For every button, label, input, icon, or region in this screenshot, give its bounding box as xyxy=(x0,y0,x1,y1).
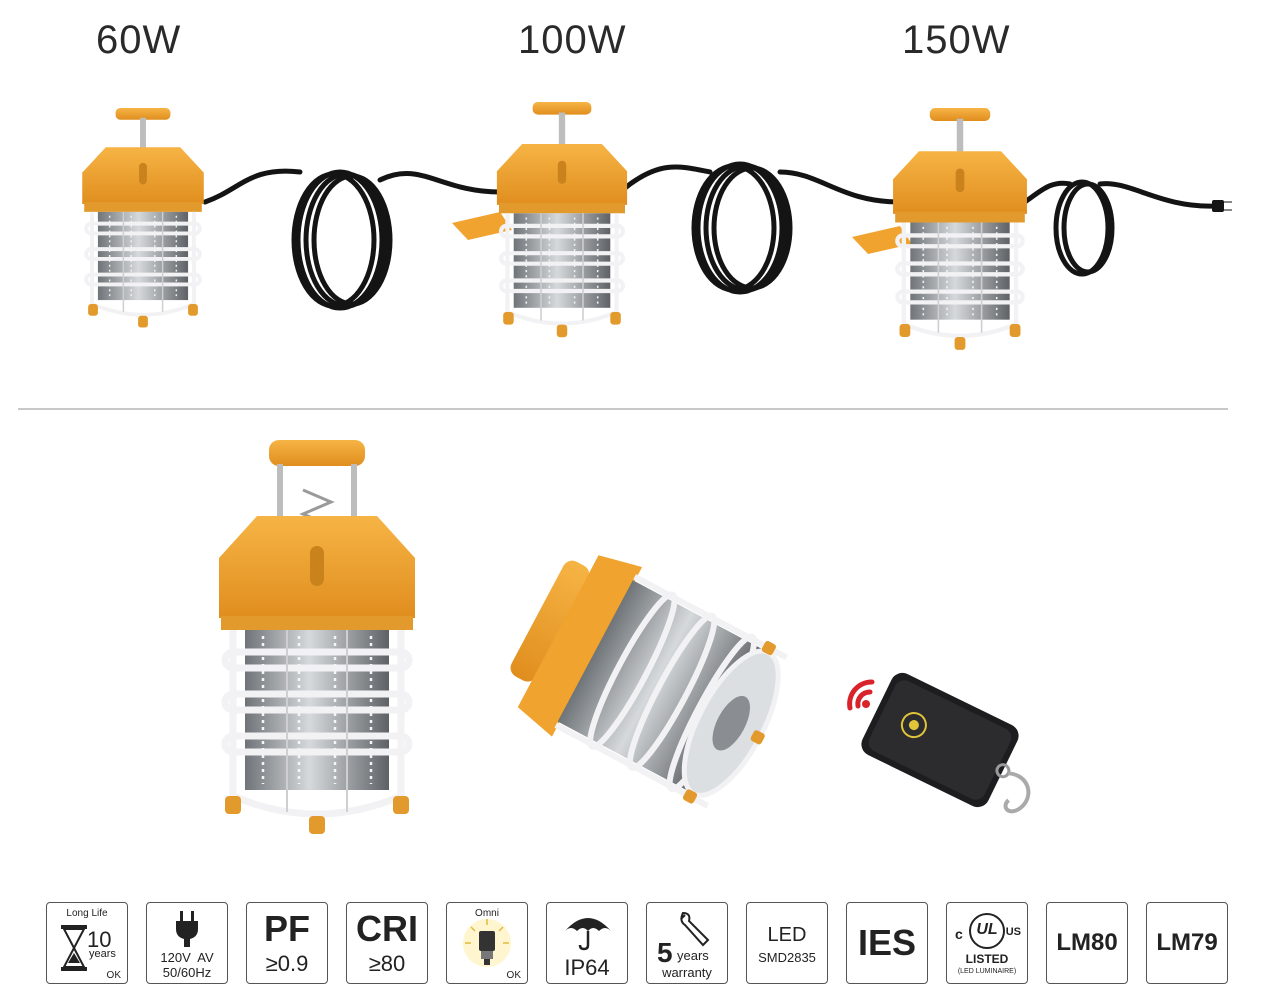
cri-label: CRI xyxy=(356,908,418,949)
ul-listed-subtext: (LED LUMINAIRE) xyxy=(957,968,1017,975)
lm80-badge: LM80 xyxy=(1046,902,1128,984)
long-life-unit: years xyxy=(89,948,116,960)
ies-badge: IES xyxy=(846,902,928,984)
ip-rating-badge: IP64 xyxy=(546,902,628,984)
ul-us-mark: US xyxy=(1005,926,1021,938)
omni-status: OK xyxy=(506,970,521,981)
wattage-label-60w: 60W xyxy=(96,18,182,62)
long-life-value: 10 xyxy=(87,927,112,952)
lm80-label: LM80 xyxy=(1056,929,1118,956)
lm79-label: LM79 xyxy=(1156,929,1218,956)
warranty-label: warranty xyxy=(662,965,712,980)
power-voltage: 120V AV xyxy=(160,950,214,965)
cri-value: ≥80 xyxy=(368,951,406,976)
warranty-years-unit: years xyxy=(677,948,709,963)
wattage-label-150w: 150W xyxy=(902,18,1011,62)
ul-c-mark: c xyxy=(955,926,963,942)
omni-badge: Omni OK xyxy=(446,902,528,984)
omni-bulb-icon xyxy=(463,919,511,967)
warranty-years-value: 5 xyxy=(657,937,673,968)
long-life-status: OK xyxy=(106,970,121,981)
cri-badge: CRI ≥80 xyxy=(346,902,428,984)
ul-mark-text: UL xyxy=(976,921,998,938)
pf-label: PF xyxy=(263,908,310,949)
led-label: LED xyxy=(767,924,807,946)
led-badge: LED SMD2835 xyxy=(746,902,828,984)
ip-rating-value: IP64 xyxy=(564,955,610,980)
power-badge: 120V AV 50/60Hz xyxy=(146,902,228,984)
wrench-icon xyxy=(680,911,710,947)
warranty-badge: 5 years warranty xyxy=(646,902,728,984)
long-life-title: Long Life xyxy=(66,908,108,919)
wattage-label-100w: 100W xyxy=(518,18,627,62)
ies-label: IES xyxy=(857,922,917,963)
pf-value: ≥0.9 xyxy=(265,951,309,976)
ul-listed-badge: c UL US LISTED (LED LUMINAIRE) xyxy=(946,902,1028,984)
ul-logo: UL xyxy=(969,913,1005,949)
product-detail-illustration xyxy=(219,440,1031,834)
umbrella-icon xyxy=(565,918,611,951)
plug-icon xyxy=(176,911,198,947)
hourglass-icon xyxy=(61,925,87,971)
omni-title: Omni xyxy=(475,908,499,919)
long-life-badge: Long Life 10 years OK xyxy=(46,902,128,984)
ul-listed-text: LISTED xyxy=(965,952,1009,966)
power-frequency: 50/60Hz xyxy=(162,965,212,980)
lm79-badge: LM79 xyxy=(1146,902,1228,984)
linkable-lamps-illustration xyxy=(80,80,1232,400)
led-chip: SMD2835 xyxy=(758,950,816,965)
pf-badge: PF ≥0.9 xyxy=(246,902,328,984)
remote-control xyxy=(861,672,1031,814)
section-divider xyxy=(18,408,1228,410)
